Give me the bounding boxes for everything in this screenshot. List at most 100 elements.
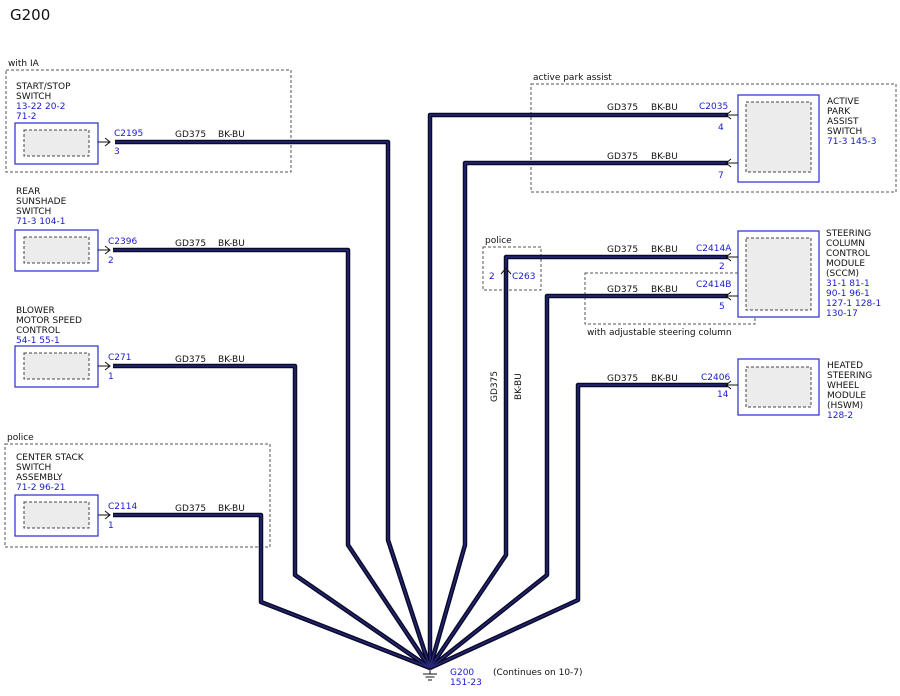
page-ref: 13-22 20-2 — [16, 102, 65, 112]
page-ref: 71-3 145-3 — [827, 137, 876, 147]
component-name-line: MOTOR SPEED — [16, 316, 82, 326]
component-name-line: STEERING — [826, 229, 871, 239]
page-ref: 90-1 96-1 — [826, 289, 870, 299]
connector-label: C263 — [512, 272, 535, 282]
component-name-line: SWITCH — [16, 92, 51, 102]
pin-label: 2 — [108, 256, 114, 266]
connector-label: C271 — [108, 353, 131, 363]
group-police-mid — [482, 246, 542, 291]
wire-color-label: BK-BU — [651, 245, 678, 255]
page-title: G200 — [10, 6, 50, 24]
group-label-police-left: police — [7, 433, 34, 443]
wire-labels: GD375 BK-BU GD375 BK-BU GD375 BK-BU GD37… — [175, 103, 678, 514]
connector-label: C2114 — [108, 502, 137, 512]
component-name-line: SWITCH — [16, 207, 51, 217]
ground-g200: G200 151-23 (Continues on 10-7) — [423, 668, 583, 688]
component-name-line: BLOWER — [16, 306, 55, 316]
component-blower-motor-speed-control: BLOWER MOTOR SPEED CONTROL 54-1 55-1 C27… — [14, 306, 131, 388]
component-name-line: STEERING — [827, 371, 872, 381]
pin-label: 4 — [718, 123, 724, 133]
pin-label: 2 — [719, 262, 725, 272]
group-label-with-ia: with IA — [8, 59, 40, 69]
component-sccm: C2414A 2 C2414B 5 STEERING COLUMN CONTRO… — [696, 229, 881, 319]
wire-color-label: BK-BU — [651, 103, 678, 113]
pin-label: 5 — [719, 302, 725, 312]
component-start-stop-switch: START/STOP SWITCH 13-22 20-2 71-2 C2195 … — [14, 82, 143, 165]
component-name-line: PARK — [827, 107, 851, 117]
wire-circuit-label-vertical: GD375 — [490, 371, 500, 402]
wire-circuit-label: GD375 — [607, 285, 638, 295]
pin-label: 14 — [717, 390, 729, 400]
wire-color-label: BK-BU — [218, 504, 245, 514]
page-ref: 71-2 — [16, 112, 36, 122]
wire-startstop — [115, 139, 433, 669]
group-active-park-assist — [530, 83, 897, 193]
wire-circuit-label: GD375 — [607, 152, 638, 162]
group-with-ia — [5, 69, 292, 173]
component-name-line: HEATED — [827, 361, 863, 371]
page-ref: 71-3 104-1 — [16, 217, 65, 227]
component-name-line: (SCCM) — [826, 269, 859, 279]
component-name-line: ASSIST — [827, 117, 859, 127]
wire-color-label: BK-BU — [218, 130, 245, 140]
wire-color-label: BK-BU — [651, 285, 678, 295]
component-name-line: SWITCH — [827, 127, 862, 137]
wire-circuit-label: GD375 — [607, 245, 638, 255]
connector-label: C2195 — [114, 129, 143, 139]
wire-centerstack — [113, 512, 431, 671]
component-name-line: MODULE — [826, 259, 865, 269]
connector-label: C2414A — [696, 244, 732, 254]
component-name-line: COLUMN — [826, 239, 865, 249]
component-active-park-assist-switch: C2035 4 7 ACTIVE PARK ASSIST SWITCH 71-3… — [699, 94, 876, 183]
component-name-line: SUNSHADE — [16, 197, 67, 207]
page-ref: 54-1 55-1 — [16, 336, 60, 346]
wire-hswm — [429, 382, 728, 671]
page-ref: 71-2 96-21 — [16, 483, 65, 493]
page-ref: 31-1 81-1 — [826, 279, 870, 289]
connector-label: C2414B — [696, 280, 731, 290]
component-name-line: WHEEL — [827, 381, 859, 391]
component-name-line: START/STOP — [16, 82, 71, 92]
wire-color-label: BK-BU — [218, 239, 245, 249]
page-ref: 127-1 128-1 — [826, 299, 881, 309]
group-label-active-park-assist: active park assist — [533, 73, 612, 83]
pin-label: 2 — [489, 272, 495, 282]
pin-label: 3 — [114, 147, 120, 157]
component-name-line: (HSWM) — [827, 401, 863, 411]
connector-label: C2035 — [699, 102, 728, 112]
component-name-line: SWITCH — [16, 463, 51, 473]
component-name-line: ACTIVE — [827, 97, 860, 107]
group-label-adjustable-column: with adjustable steering column — [587, 328, 732, 338]
wire-color-label-vertical: BK-BU — [514, 373, 524, 400]
page-ref: 130-17 — [826, 309, 858, 319]
connector-label: C2396 — [108, 237, 137, 247]
page-ref: 128-2 — [827, 411, 853, 421]
ground-page-ref: 151-23 — [450, 678, 482, 688]
component-name-line: CONTROL — [826, 249, 870, 259]
connector-label: C2406 — [701, 373, 730, 383]
pin-label: 1 — [108, 372, 114, 382]
component-center-stack-switch-assembly: CENTER STACK SWITCH ASSEMBLY 71-2 96-21 … — [14, 453, 137, 537]
ground-connector-label: G200 — [450, 668, 474, 678]
wire-color-label: BK-BU — [651, 152, 678, 162]
wire-circuit-label: GD375 — [175, 355, 206, 365]
component-hswm: C2406 14 HEATED STEERING WHEEL MODULE (H… — [701, 358, 872, 421]
wire-circuit-label: GD375 — [607, 103, 638, 113]
pin-label: 7 — [718, 171, 724, 181]
component-name-line: MODULE — [827, 391, 866, 401]
component-rear-sunshade-switch: REAR SUNSHADE SWITCH 71-3 104-1 C2396 2 — [14, 187, 137, 272]
wire-circuit-label: GD375 — [607, 374, 638, 384]
group-label-police-mid: police — [485, 236, 512, 246]
wire-circuit-label: GD375 — [175, 239, 206, 249]
component-name-line: CENTER STACK — [16, 453, 85, 463]
wire-harness — [113, 112, 728, 671]
wire-color-label: BK-BU — [651, 374, 678, 384]
component-name-line: ASSEMBLY — [16, 473, 63, 483]
wire-circuit-label: GD375 — [175, 130, 206, 140]
continues-note: (Continues on 10-7) — [493, 668, 583, 678]
group-police-left — [4, 443, 271, 548]
component-name-line: CONTROL — [16, 326, 60, 336]
wire-circuit-label: GD375 — [175, 504, 206, 514]
component-name-line: REAR — [16, 187, 40, 197]
